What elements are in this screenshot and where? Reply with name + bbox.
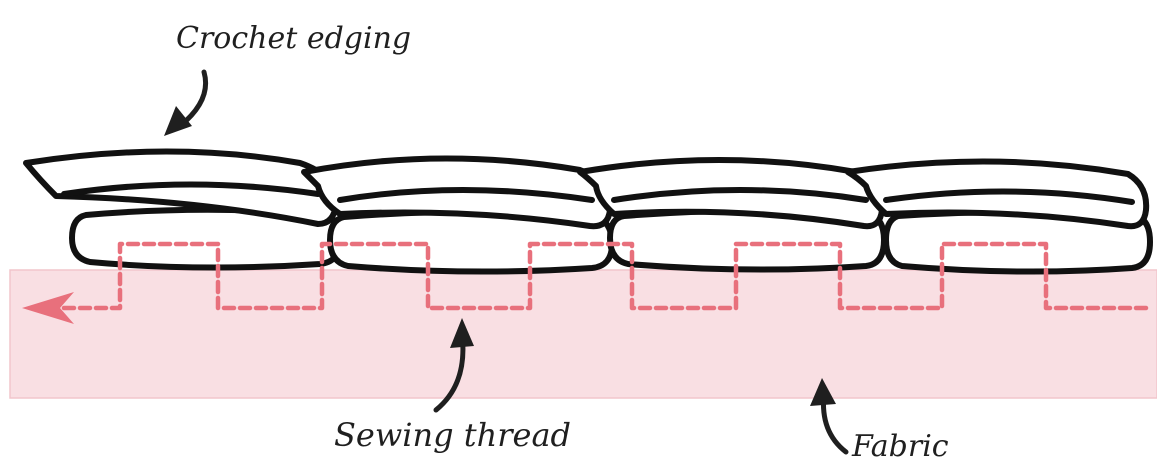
thread-arrowhead [22,292,74,324]
thread-pointer-arrowhead [450,318,474,348]
stitch-upper-loop [577,157,886,230]
crochet-stitch [301,155,615,275]
fabric-band [9,269,1157,399]
stitch-fold-line [611,187,869,203]
crochet-stitch [577,157,887,273]
fabric-label: Fabric [851,429,949,463]
fabric-pointer-arrowhead [810,378,836,406]
sewing-thread-path [57,241,1149,311]
stitch-fold-line [883,188,1135,205]
stitch-upper-loop [23,148,340,227]
sewing-thread-pointer [433,318,474,413]
crochet-stitch [23,148,343,271]
crochet-edging-label: Crochet edging [176,21,411,56]
stitch-fold-line [337,187,595,203]
crochet-edging [23,148,1153,275]
fabric-pointer [810,378,849,455]
crochet-edging-pointer [164,69,209,136]
stitch-fold-line [61,181,321,197]
crochet-stitch [845,158,1153,275]
sewing-thread-label: Sewing thread [334,416,571,454]
crochet-pointer-arrowhead [164,106,192,136]
